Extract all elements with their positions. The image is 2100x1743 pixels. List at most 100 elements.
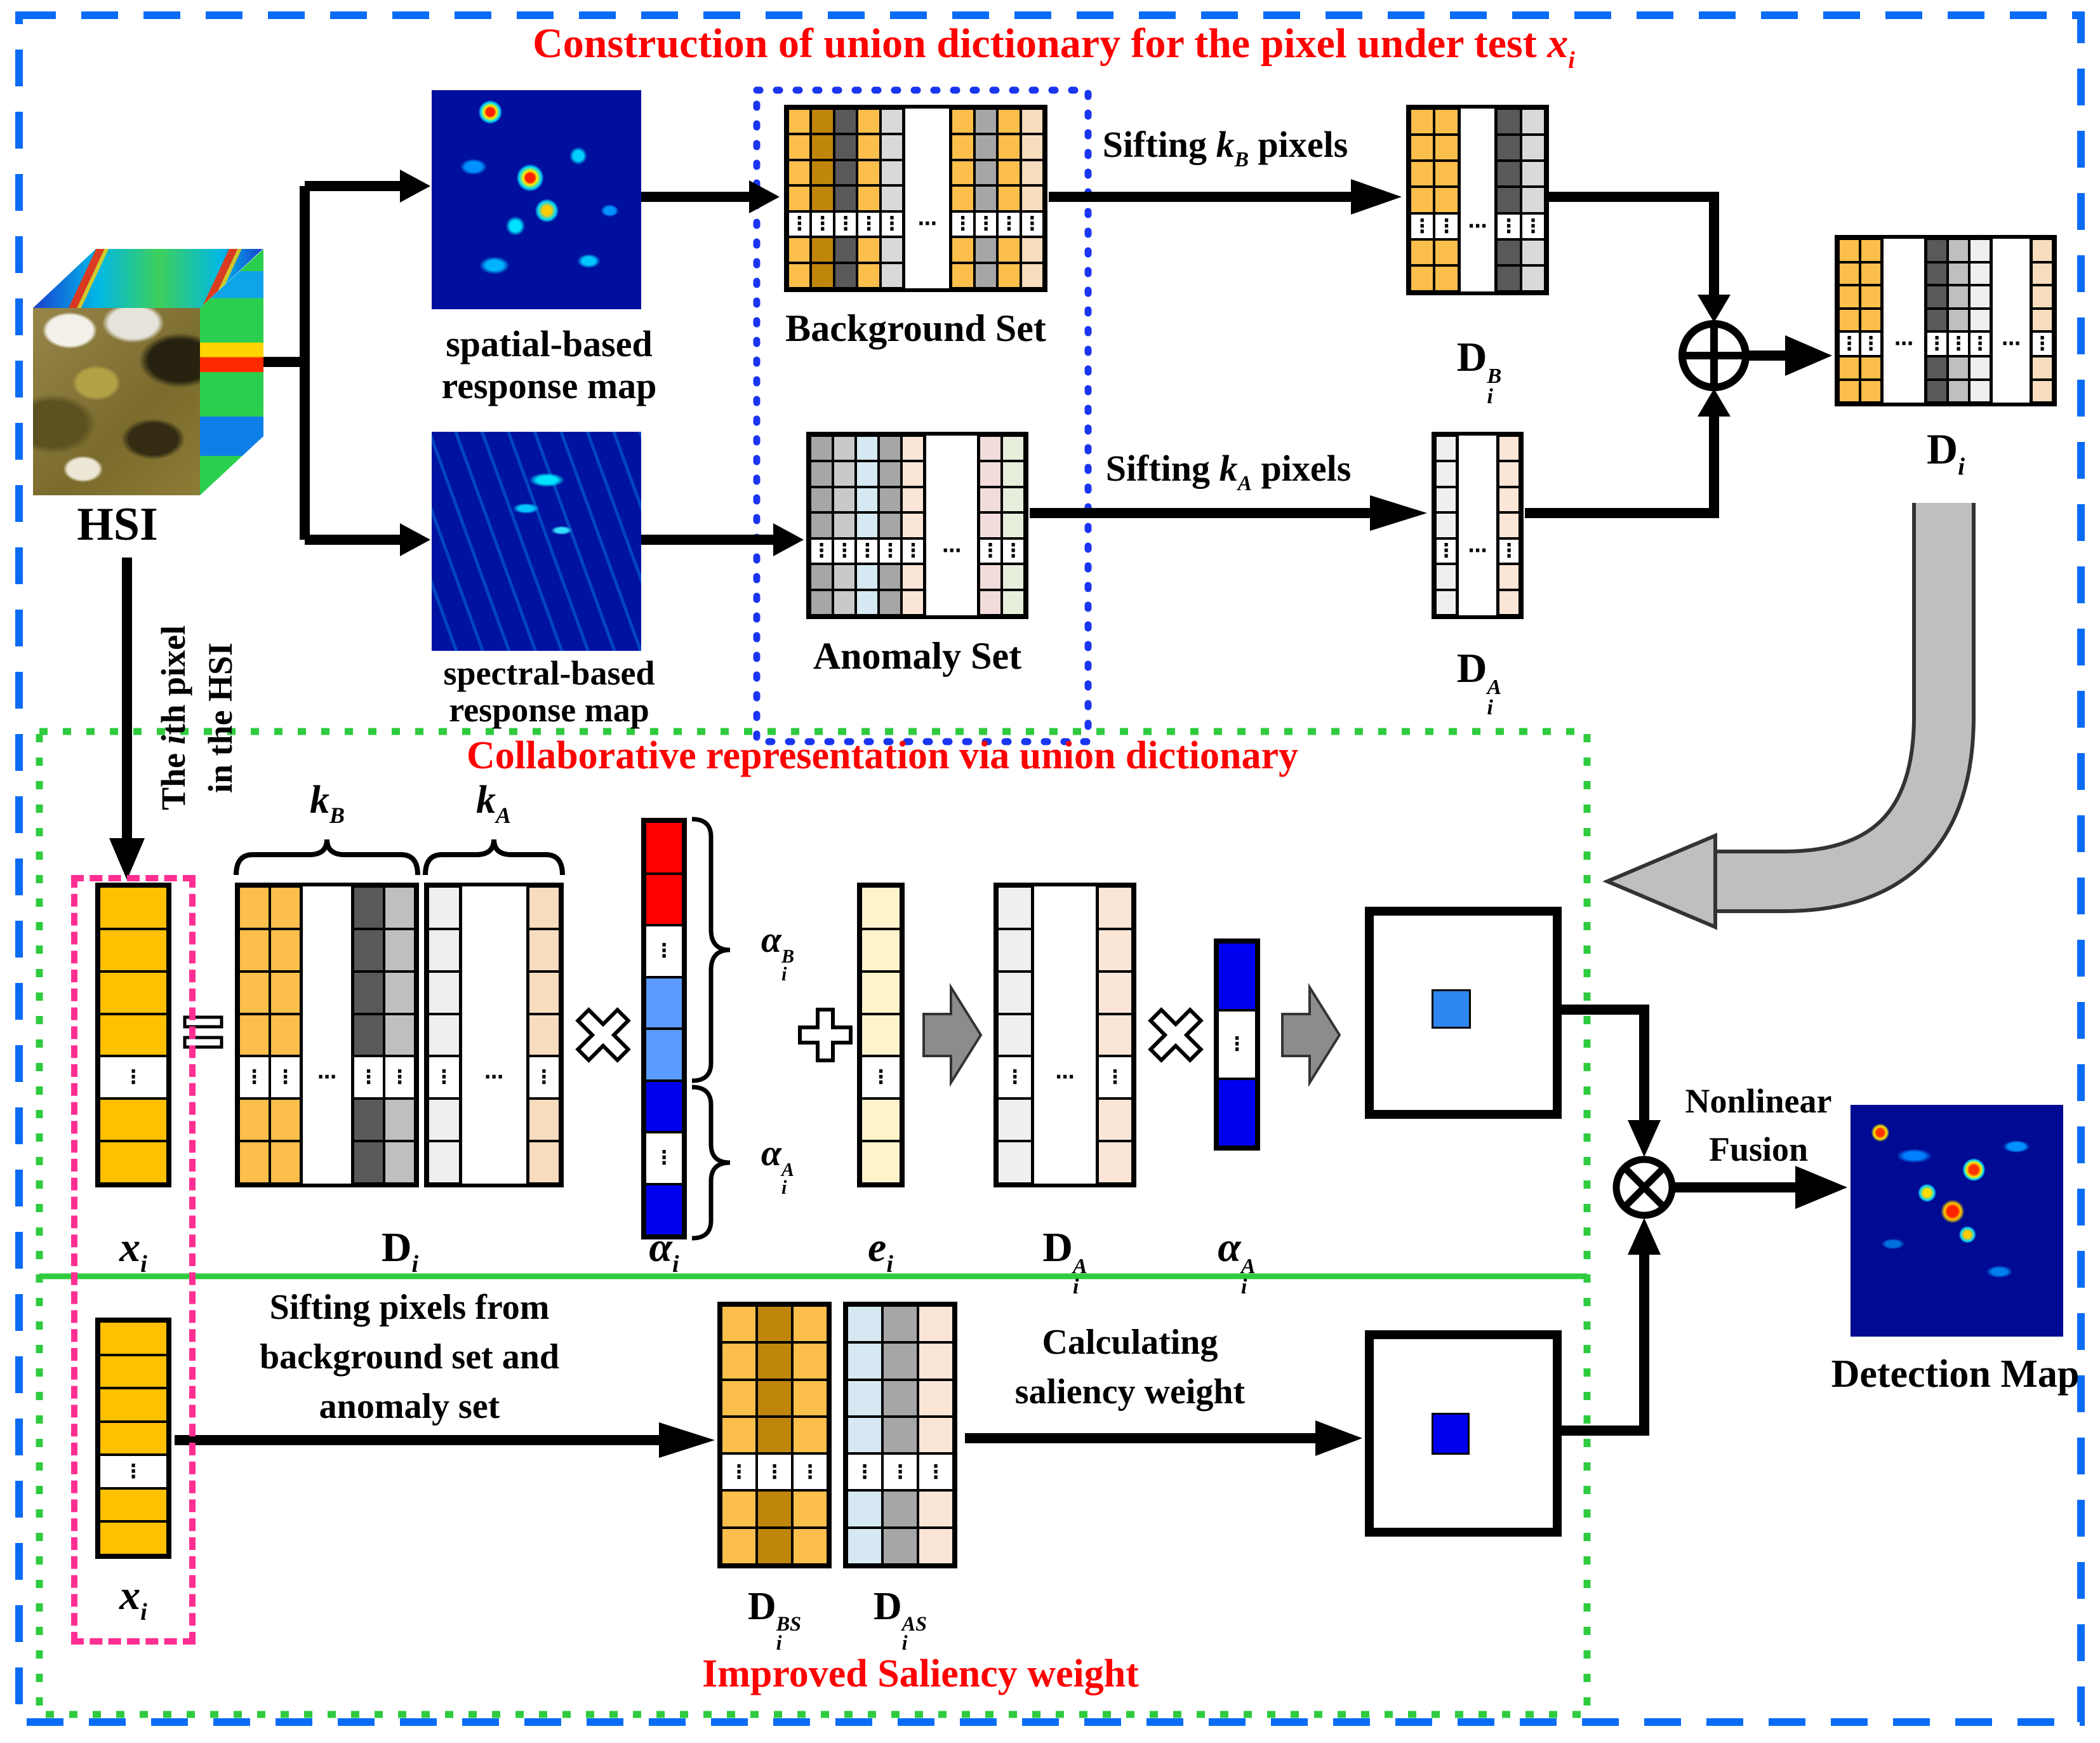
matrix-cell — [1496, 187, 1521, 213]
matrix-cell — [792, 1342, 828, 1380]
matrix-cell — [974, 237, 998, 263]
matrix-column: ⋮ — [811, 109, 834, 288]
matrix-cell — [757, 1306, 792, 1343]
matrix-cell — [1460, 109, 1495, 135]
vector-cell — [861, 1099, 901, 1142]
matrix-cell — [879, 486, 902, 513]
matrix-cell — [1993, 239, 2030, 262]
matrix-cell — [1410, 135, 1435, 161]
calc-saliency-arrow-head — [1315, 1420, 1362, 1456]
sifting-pixels-text-line3: anomaly set — [319, 1387, 500, 1426]
matrix-column: ⋮ — [1860, 239, 1882, 403]
matrix-cell — [974, 185, 998, 211]
matrix-cell — [901, 461, 925, 487]
matrix-cell — [303, 971, 351, 1014]
matrix-cell — [428, 928, 460, 972]
vector-cell — [99, 1521, 168, 1556]
box1-to-fusion-head — [1628, 1120, 1661, 1157]
ka-label: kA — [476, 778, 511, 829]
matrix-column: ⋮ — [810, 436, 834, 615]
matrix-cell — [978, 461, 1002, 487]
matrix-cell — [239, 928, 270, 972]
vector-cell — [1218, 942, 1256, 1011]
ei-label: ei — [868, 1224, 893, 1278]
title-construction: Construction of union dictionary for the… — [533, 20, 1575, 74]
matrix-cell — [1034, 971, 1096, 1014]
matrix-cell — [1460, 161, 1495, 187]
ellipsis-cell: ⋯ — [1034, 1056, 1096, 1099]
matrix-cell — [978, 486, 1002, 513]
ellipsis-cell: ⋮ — [788, 211, 811, 237]
matrix-cell — [1459, 486, 1496, 513]
matrix-cell — [1434, 265, 1459, 291]
matrix-cell — [1520, 161, 1545, 187]
dib-to-oplus-head — [1698, 295, 1731, 323]
matrix-column: ⋮ — [1926, 239, 1948, 403]
matrix-cell — [847, 1342, 882, 1380]
matrix-cell — [882, 1342, 918, 1380]
matrix-cell — [905, 134, 950, 160]
ellipsis-cell: ⋮ — [1435, 538, 1457, 564]
matrix-cell — [1459, 589, 1496, 615]
matrix-column: ⋮ — [1498, 436, 1520, 615]
matrix-cell — [1860, 379, 1882, 403]
matrix-cell — [833, 486, 856, 513]
anomaly-set-label: Anomaly Set — [813, 635, 1022, 677]
matrix-cell — [2031, 379, 2053, 403]
vector-cell — [99, 1099, 168, 1142]
matrix-cell — [810, 461, 834, 487]
matrix-cell — [757, 1416, 792, 1454]
spatial-map-label-line2: response map — [441, 365, 657, 406]
vector-cell — [861, 928, 901, 972]
matrix-cell — [353, 1099, 385, 1142]
ellipsis-cell: ⋮ — [384, 1056, 416, 1099]
ellipsis-cell: ⋮ — [1097, 1056, 1133, 1099]
matrix-cell — [270, 971, 302, 1014]
matrix-cell — [833, 436, 856, 462]
matrix-cell — [1097, 971, 1133, 1014]
vector-cell — [99, 1321, 168, 1355]
matrix-cell — [811, 262, 834, 288]
ellipsis-cell: ⋮ — [861, 1056, 901, 1099]
matrix-cell — [239, 1099, 270, 1142]
matrix-cell — [428, 1141, 460, 1184]
ei-vector: ⋮ — [857, 883, 905, 1187]
hsi-branch-line — [263, 186, 310, 540]
matrix-cell — [847, 1490, 882, 1528]
ellipsis-cell: ⋮ — [1434, 213, 1459, 239]
matrix-column: ⋮ — [834, 109, 858, 288]
oplus-to-di-head — [1785, 335, 1832, 376]
matrix-cell — [788, 134, 811, 160]
matrix-cell — [905, 159, 950, 186]
otimes-icon-2 — [1148, 1007, 1204, 1063]
vector-cell — [645, 977, 683, 1029]
ellipsis-cell: ⋮ — [757, 1453, 792, 1491]
ellipsis-cell: ⋮ — [270, 1056, 302, 1099]
matrix-column: ⋮ — [1020, 109, 1044, 288]
fusion-otimes-cross — [1622, 1165, 1666, 1210]
alpha-a-vector: ⋮ — [1214, 938, 1260, 1151]
matrix-cell — [1434, 135, 1459, 161]
matrix-cell — [879, 589, 902, 615]
matrix-column: ⋮ — [882, 1306, 918, 1565]
ellipsis-cell: ⋮ — [997, 211, 1021, 237]
matrix-cell — [1838, 356, 1860, 380]
matrix-cell — [384, 971, 416, 1014]
matrix-cell — [834, 134, 858, 160]
matrix-cell — [834, 262, 858, 288]
matrix-cell — [1884, 285, 1925, 309]
matrix-column: ⋮ — [918, 1306, 954, 1565]
matrix-cell — [880, 262, 904, 288]
vector-cell — [645, 1029, 683, 1081]
matrix-cell — [1434, 187, 1459, 213]
matrix-column: ⋮ — [978, 436, 1002, 615]
di-union-matrix: ⋮⋮⋯⋮⋮⋮⋯⋮ — [1835, 235, 2057, 406]
matrix-cell — [1926, 262, 1948, 285]
vector-cell — [99, 1354, 168, 1389]
matrix-cell — [353, 886, 385, 929]
matrix-column: ⋮ — [974, 109, 998, 288]
matrix-cell — [1860, 308, 1882, 331]
matrix-cell — [462, 886, 526, 929]
